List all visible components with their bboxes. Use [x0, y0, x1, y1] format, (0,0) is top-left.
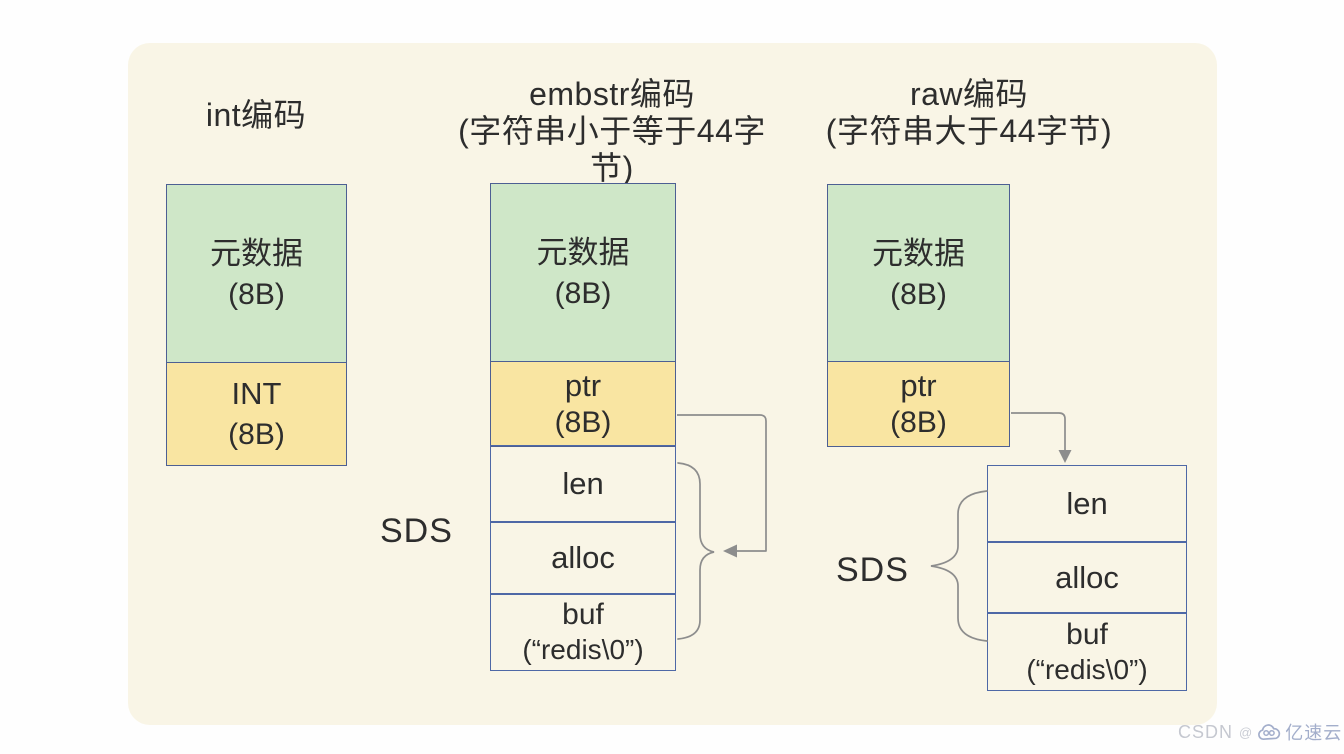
raw-metadata-title: 元数据: [872, 235, 965, 271]
watermark-site-label: CSDN: [1178, 721, 1234, 742]
embstr-metadata-title: 元数据: [536, 235, 630, 270]
header-raw-encoding: raw编码 (字符串大于44字节): [800, 76, 1138, 150]
embstr-sds-buf-value: (“redis\0”): [522, 634, 644, 665]
int-value-size: (8B): [228, 418, 285, 451]
embstr-sds-label: SDS: [380, 512, 453, 550]
raw-metadata-size: (8B): [890, 277, 947, 311]
raw-sds-buf-cell: buf (“redis\0”): [987, 612, 1187, 691]
int-metadata-cell: 元数据 (8B): [166, 184, 347, 364]
header-embstr-encoding: embstr编码 (字符串小于等于44字节): [443, 76, 781, 187]
raw-ptr-title: ptr: [900, 368, 937, 403]
raw-sds-buf-label: buf: [1066, 617, 1108, 651]
raw-sds-len-cell: len: [987, 465, 1187, 543]
raw-ptr-cell: ptr (8B): [827, 361, 1010, 447]
cloud-icon: [1258, 723, 1281, 740]
header-raw-line2: (字符串大于44字节): [825, 113, 1113, 149]
raw-metadata-cell: 元数据 (8B): [827, 184, 1010, 363]
embstr-sds-alloc-label: alloc: [551, 540, 615, 575]
watermark-brand-label: 亿速云: [1285, 723, 1343, 743]
int-value-title: INT: [231, 376, 282, 411]
embstr-sds-len-label: len: [562, 466, 604, 501]
header-embstr-line2: (字符串小于等于44字节): [458, 113, 766, 186]
header-int-encoding: int编码: [166, 97, 346, 134]
embstr-sds-len-cell: len: [490, 445, 676, 523]
raw-sds-len-label: len: [1066, 486, 1108, 521]
int-value-cell: INT (8B): [166, 362, 347, 466]
watermark: CSDN @ 亿速云: [1178, 720, 1342, 744]
raw-sds-alloc-cell: alloc: [987, 541, 1187, 614]
watermark-separator: @: [1239, 724, 1253, 740]
embstr-sds-alloc-cell: alloc: [490, 521, 676, 595]
embstr-ptr-cell: ptr (8B): [490, 361, 676, 447]
embstr-metadata-cell: 元数据 (8B): [490, 183, 676, 363]
embstr-ptr-title: ptr: [564, 368, 602, 403]
raw-sds-alloc-label: alloc: [1055, 559, 1119, 595]
header-int-line1: int编码: [205, 97, 307, 133]
embstr-sds-buf-cell: buf (“redis\0”): [490, 593, 676, 671]
header-raw-line1: raw编码: [909, 76, 1029, 112]
embstr-metadata-size: (8B): [554, 277, 612, 310]
raw-sds-label: SDS: [836, 551, 909, 589]
raw-ptr-size: (8B): [890, 406, 947, 439]
raw-sds-buf-value: (“redis\0”): [1026, 653, 1148, 685]
int-metadata-title: 元数据: [210, 236, 303, 271]
embstr-ptr-size: (8B): [554, 406, 612, 439]
header-embstr-line1: embstr编码: [529, 76, 695, 112]
int-metadata-size: (8B): [228, 278, 285, 311]
embstr-sds-buf-label: buf: [562, 598, 604, 631]
